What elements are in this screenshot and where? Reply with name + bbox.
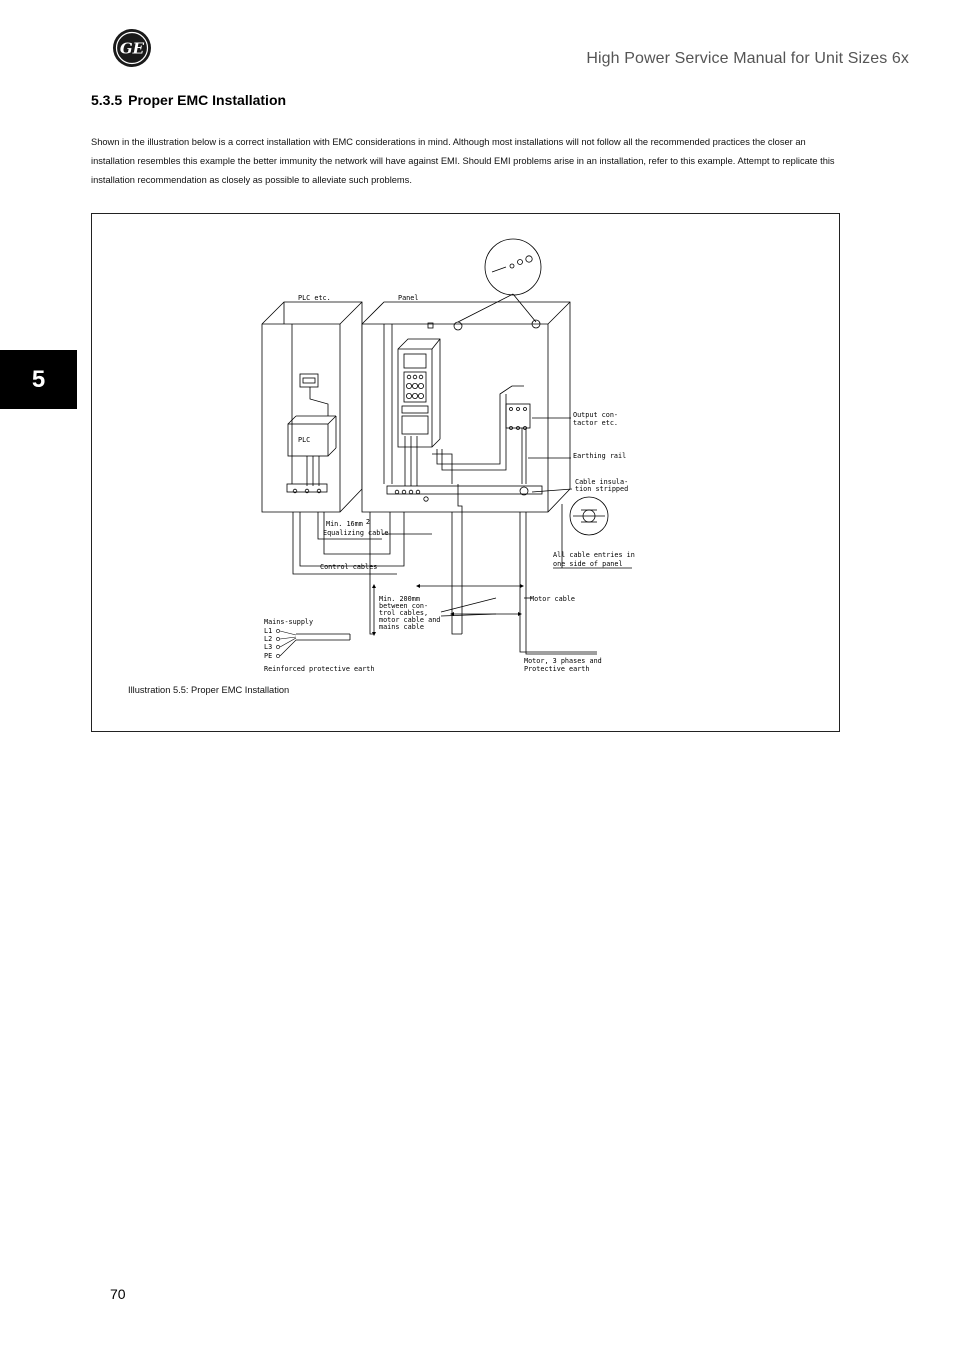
section-paragraph: Shown in the illustration below is a cor…: [91, 137, 835, 185]
label-all-cable-entries-1: All cable entries in: [553, 551, 635, 559]
label-min-200mm-2: between con-: [379, 602, 428, 610]
label-equalizing-cable: Equalizing cable: [323, 529, 388, 537]
label-plc: PLC: [298, 436, 310, 444]
label-all-cable-entries-2: one side of panel: [553, 560, 623, 568]
label-panel: Panel: [398, 294, 418, 302]
label-cable-insulation-2: tion stripped: [575, 485, 628, 493]
label-output-contactor-2: tactor etc.: [573, 419, 618, 427]
label-min-200mm-3: trol cables,: [379, 609, 428, 617]
label-cable-insulation-1: Cable insula-: [575, 478, 628, 486]
label-l2: L2: [264, 635, 272, 643]
svg-text:GE: GE: [120, 40, 145, 58]
label-mains-supply: Mains-supply: [264, 618, 313, 626]
section-title: Proper EMC Installation: [128, 92, 287, 108]
label-control-cables: Control cables: [320, 563, 377, 571]
label-l1: L1: [264, 627, 272, 635]
label-reinforced-pe: Reinforced protective earth: [264, 665, 375, 673]
chapter-tab: 5: [0, 350, 77, 409]
label-motor-cable: Motor cable: [530, 595, 575, 603]
section-number: 5.3.5: [91, 92, 123, 108]
label-min-200mm-4: motor cable and: [379, 616, 440, 624]
figure-caption: Illustration 5.5: Proper EMC Installatio…: [128, 685, 290, 695]
label-min-200mm-1: Min. 200mm: [379, 595, 420, 603]
figure-box: PLC etc. Panel PLC Output con- tactor et…: [91, 213, 840, 732]
label-output-contactor-1: Output con-: [573, 411, 618, 419]
label-pe: PE: [264, 652, 272, 660]
label-min-200mm-5: mains cable: [379, 623, 424, 631]
label-earthing-rail: Earthing rail: [573, 452, 626, 460]
label-plc-etc: PLC etc.: [298, 294, 331, 302]
ge-logo: GE: [113, 29, 151, 67]
manual-title: High Power Service Manual for Unit Sizes…: [586, 50, 909, 67]
label-motor-3-phases: Motor, 3 phases and: [524, 657, 602, 665]
section-heading: 5.3.5 Proper EMC Installation: [91, 92, 286, 108]
emc-installation-diagram: PLC etc. Panel PLC Output con- tactor et…: [261, 238, 635, 673]
label-l3: L3: [264, 643, 272, 651]
label-protective-earth: Protective earth: [524, 665, 589, 673]
page-number: 70: [110, 1286, 126, 1302]
